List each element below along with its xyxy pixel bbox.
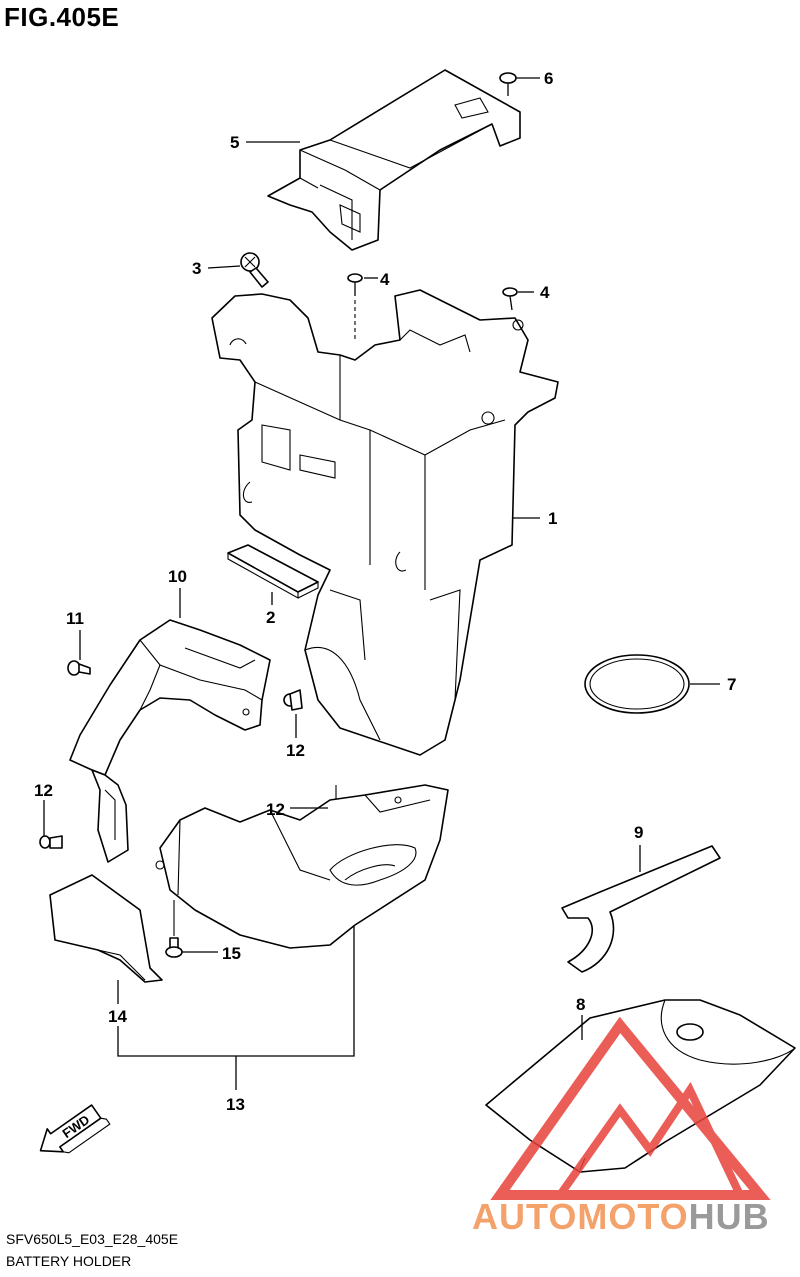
part-12-clip-a [283,689,303,711]
fwd-arrow: FWD [39,1104,111,1154]
watermark-text: AUTOMOTOHUB [472,1196,770,1238]
part-1-battery-holder [211,289,559,756]
figure-name: BATTERY HOLDER [6,1253,132,1269]
part-9-wrench [561,845,721,973]
part-10-cover [69,619,271,776]
callout-1: 1 [548,509,557,528]
callout-9: 9 [634,823,643,842]
part-5-bracket [267,69,521,251]
callout-11: 11 [66,609,84,628]
callout-12c: 12 [266,800,285,819]
callout-8: 8 [576,995,585,1014]
part-14-panel [49,874,163,983]
watermark-text-part1: AUTOMOTO [472,1196,689,1237]
part-11-bolt [67,660,91,676]
part-2-pad [227,544,319,599]
callout-14: 14 [108,1007,127,1026]
callout-labels: 1 2 3 4 4 5 6 7 8 9 10 11 12 12 12 13 14… [34,69,736,1114]
callout-4a: 4 [380,270,390,289]
watermark-logo [490,1016,771,1200]
part-4-screw-b [502,287,518,311]
part-13-lower-cover [155,784,449,949]
callout-2: 2 [266,608,275,627]
part-6-screw [499,72,517,96]
figure-title: FIG.405E [4,2,120,32]
part-12-clip-b [39,835,63,849]
callout-12a: 12 [286,741,305,760]
callout-13: 13 [226,1095,245,1114]
leader-lines [43,77,720,1090]
callout-6: 6 [544,69,553,88]
callout-10: 10 [168,567,187,586]
callout-7: 7 [727,675,736,694]
figure-code: SFV650L5_E03_E28_405E [6,1231,179,1247]
callout-3: 3 [192,259,201,278]
watermark-text-part2: HUB [688,1196,770,1237]
part-15-bolt [165,900,183,958]
callout-12b: 12 [34,781,53,800]
callout-4b: 4 [540,283,550,302]
part-7-rubber-band [584,654,690,714]
part-3-bolt [240,252,269,288]
callout-15: 15 [222,944,241,963]
part-bracket-side [91,769,129,863]
callout-5: 5 [230,133,239,152]
part-4-screw-a [347,273,363,340]
